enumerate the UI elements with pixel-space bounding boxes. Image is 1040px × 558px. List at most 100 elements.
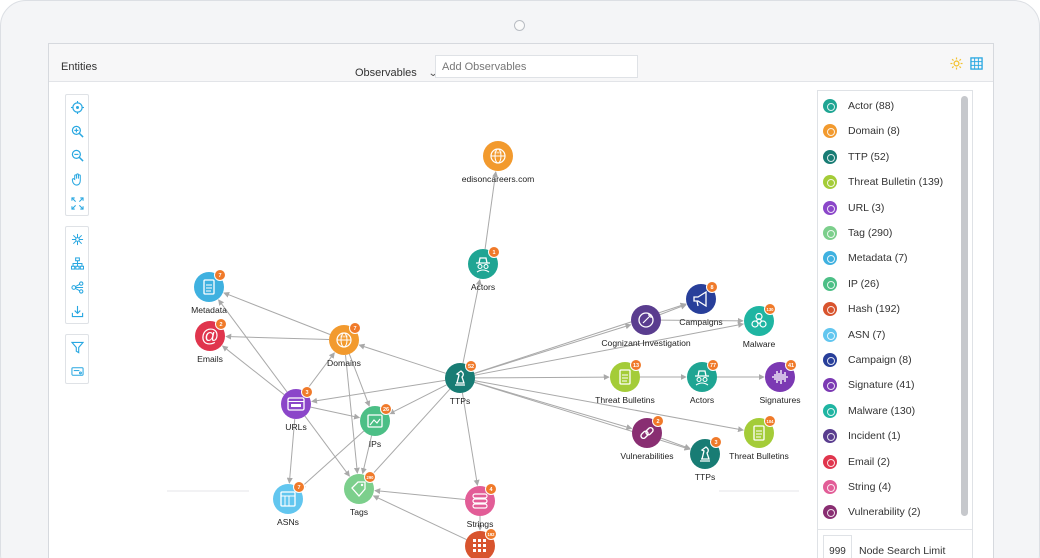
legend-item-label: TTP (52) — [848, 150, 890, 163]
asn-icon — [280, 491, 296, 507]
legend-color-icon — [823, 251, 837, 266]
legend-color-icon — [823, 99, 837, 113]
fit-screen-button[interactable] — [66, 191, 88, 215]
chess-icon — [455, 370, 465, 386]
layout-tools — [65, 226, 89, 324]
legend-item[interactable]: Malware (130) — [823, 402, 915, 420]
graph-edge-hashes-tags — [372, 495, 467, 541]
node-count-badge: 7 — [214, 269, 226, 281]
incident-icon — [638, 312, 654, 328]
filter-button[interactable] — [66, 335, 88, 359]
legend-item[interactable]: Hash (192) — [823, 300, 900, 318]
node-label: URLs — [285, 422, 307, 432]
node-count-badge: 41 — [785, 359, 797, 371]
node-count-badge: 2 — [652, 415, 664, 427]
graph-edge-ttps_center-cognizant — [474, 323, 632, 375]
force-layout-button[interactable] — [66, 227, 88, 251]
share-graph-button[interactable] — [66, 275, 88, 299]
doc-icon — [619, 369, 631, 385]
legend-scrollbar[interactable] — [961, 96, 968, 516]
zoom-in-button[interactable] — [66, 119, 88, 143]
legend-item[interactable]: Tag (290) — [823, 224, 892, 242]
legend-item[interactable]: Incident (1) — [823, 427, 901, 445]
node-label: TTPs — [450, 396, 471, 406]
graph-edge-ttps_center-ips — [388, 384, 447, 415]
node-search-limit-row: Node Search Limit — [818, 529, 972, 558]
svg-text:www: www — [494, 151, 502, 155]
graph-edge-urls-metadata — [218, 299, 288, 393]
navigation-tools — [65, 94, 89, 216]
legend-item-label: Tag (290) — [848, 227, 893, 239]
legend-item[interactable]: URL (3) — [823, 199, 884, 217]
graph-edge-ttps_center-strings — [461, 392, 480, 486]
legend-item[interactable]: Email (2) — [823, 453, 890, 471]
legend-item[interactable]: Domain (8) — [823, 122, 900, 140]
legend-item[interactable]: Metadata (7) — [823, 249, 908, 267]
view-toggle-group — [950, 57, 983, 70]
node-count-text: 7 — [353, 326, 356, 332]
legend-item[interactable]: Vulnerability (2) — [823, 503, 921, 521]
legend-color-icon — [823, 276, 837, 291]
legend-item[interactable]: Campaign (8) — [823, 351, 912, 369]
legend-color-icon — [823, 454, 837, 469]
add-observables-input[interactable] — [435, 55, 638, 78]
legend-item[interactable]: TTP (52) — [823, 148, 889, 166]
legend-item[interactable]: IP (26) — [823, 275, 879, 293]
download-button[interactable] — [66, 299, 88, 323]
card-view-icon — [70, 366, 84, 376]
legend-item[interactable]: ASN (7) — [823, 326, 885, 344]
sun-icon[interactable] — [950, 57, 963, 70]
legend-item[interactable]: String (4) — [823, 478, 891, 496]
observables-dropdown[interactable]: Observables ⌄ — [355, 67, 438, 79]
hierarchy-layout-button[interactable] — [66, 251, 88, 275]
globe-icon: www — [490, 148, 506, 164]
legend-item-label: Actor (88) — [848, 100, 895, 112]
share-graph-icon — [70, 280, 83, 294]
legend-item[interactable]: Actor (88) — [823, 97, 894, 115]
graph-node-cognizant[interactable]: Cognizant Investigation — [601, 305, 691, 348]
pan-button[interactable] — [66, 167, 88, 191]
grid-table-icon[interactable] — [970, 57, 983, 70]
tag-icon — [351, 481, 366, 497]
node-count-badge: 7 — [293, 481, 305, 493]
legend-item[interactable]: Signature (41) — [823, 376, 915, 394]
wave-icon — [772, 370, 788, 384]
node-count-badge: 290 — [364, 471, 376, 483]
string-icon — [472, 493, 488, 509]
card-view-button[interactable] — [66, 359, 88, 383]
fit-screen-icon — [70, 196, 84, 210]
svg-text:www: www — [340, 335, 348, 339]
crosshair-center-icon — [70, 100, 84, 114]
node-search-limit-label: Node Search Limit — [859, 545, 946, 557]
graph-edge-urls-tags — [304, 415, 350, 477]
legend-item[interactable]: Threat Bulletin (139) — [823, 173, 943, 191]
hierarchy-layout-icon — [70, 256, 84, 270]
node-count-text: 4 — [489, 487, 493, 493]
center-button[interactable] — [66, 95, 88, 119]
filter-tools — [65, 334, 89, 384]
node-count-badge: 104 — [764, 415, 776, 427]
zoom-out-button[interactable] — [66, 143, 88, 167]
node-search-limit-input[interactable] — [823, 535, 852, 558]
graph-node-hashes[interactable]: 192Hashes — [465, 528, 497, 558]
